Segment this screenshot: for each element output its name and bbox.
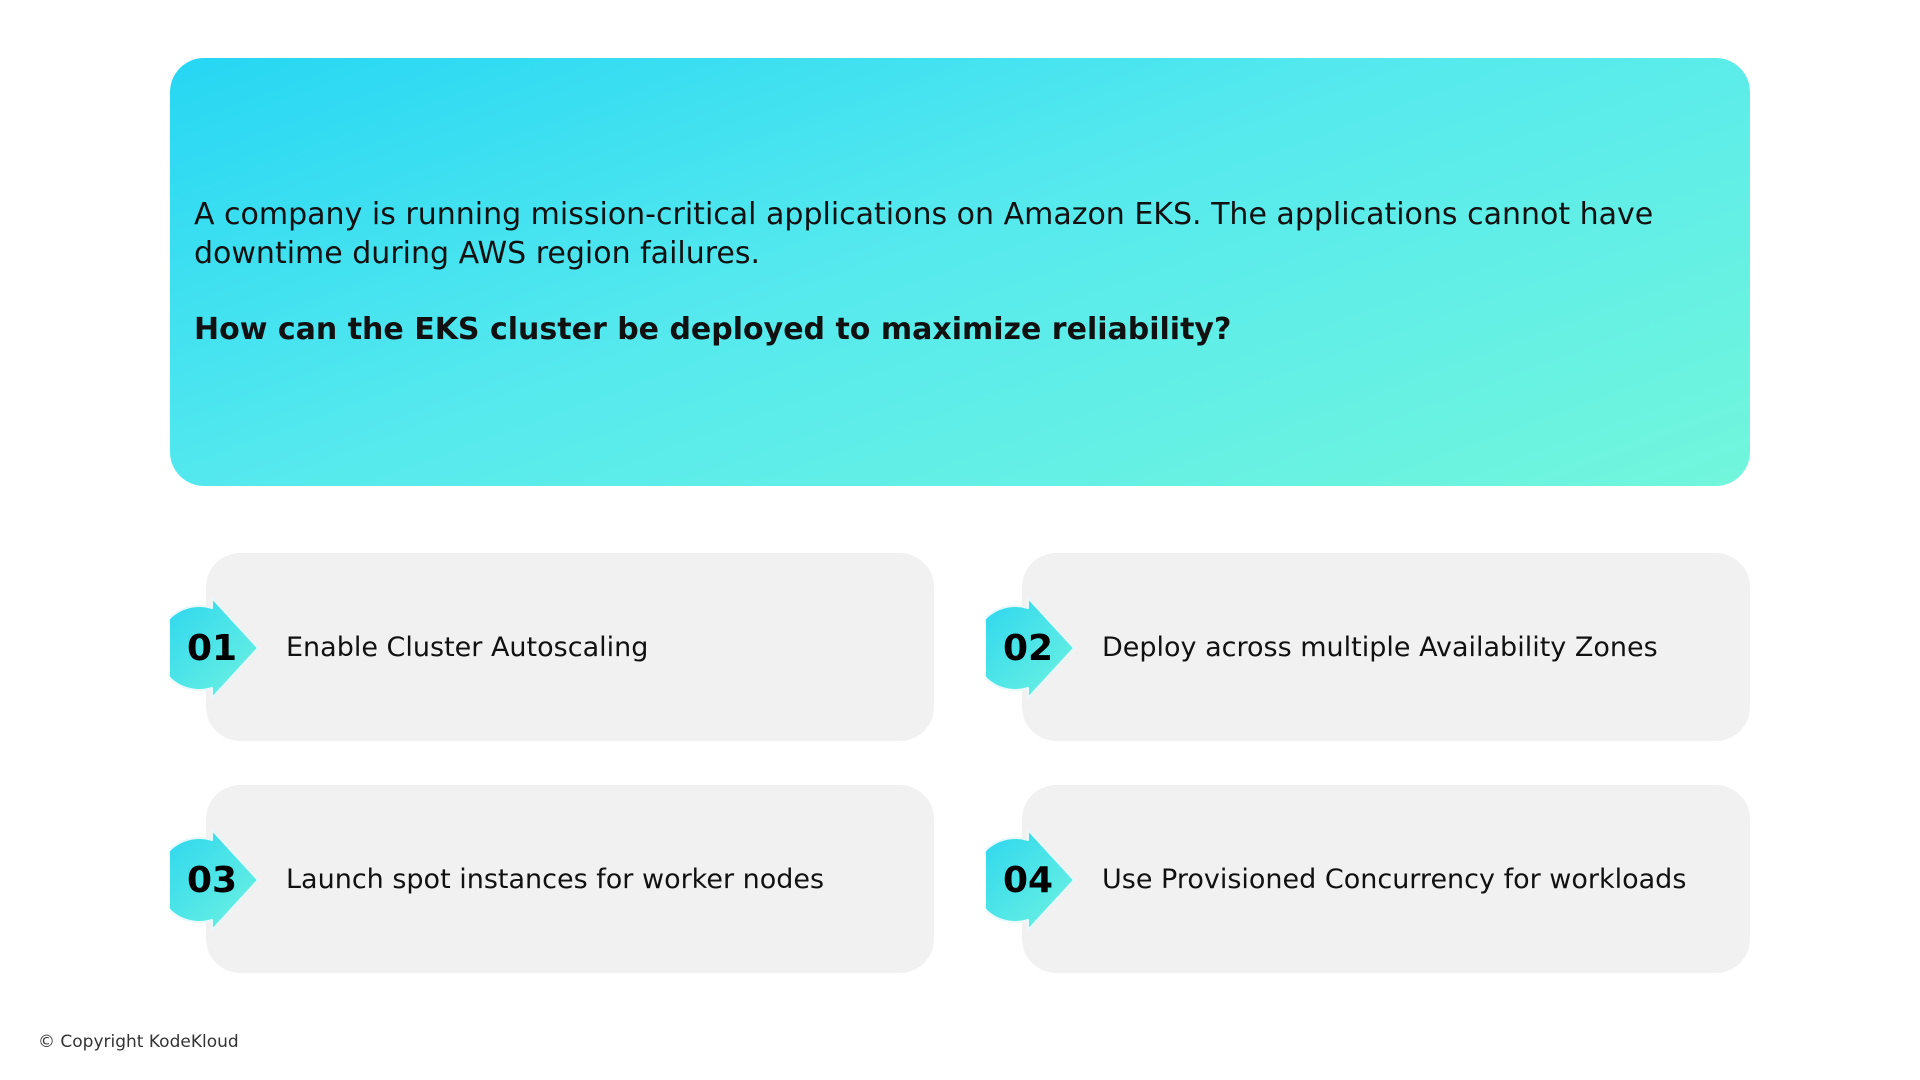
arrow-badge-icon [170,829,259,931]
option-card-02[interactable] [1022,553,1750,741]
question-prompt: How can the EKS cluster be deployed to m… [194,312,1232,347]
arrow-badge-icon [170,597,259,699]
option-card-03[interactable] [206,785,934,973]
option-label: Deploy across multiple Availability Zone… [1102,632,1658,663]
option-number: 03 [186,859,238,901]
question-text: A company is running mission-critical ap… [194,197,1654,271]
option-label: Use Provisioned Concurrency for workload… [1102,864,1687,895]
option-badge: 03 [170,826,262,934]
option-label: Enable Cluster Autoscaling [286,632,649,663]
option-badge: 02 [986,594,1078,702]
option-number: 04 [1002,859,1054,901]
option-badge: 04 [986,826,1078,934]
arrow-badge-icon [986,597,1075,699]
option-number: 01 [186,627,238,669]
option-badge: 01 [170,594,262,702]
question-panel: A company is running mission-critical ap… [170,58,1750,486]
option-card-01[interactable] [206,553,934,741]
option-number: 02 [1002,627,1054,669]
copyright: © Copyright KodeKloud [38,1032,239,1052]
option-label: Launch spot instances for worker nodes [286,864,825,895]
option-card-04[interactable] [1022,785,1750,973]
arrow-badge-icon [986,829,1075,931]
